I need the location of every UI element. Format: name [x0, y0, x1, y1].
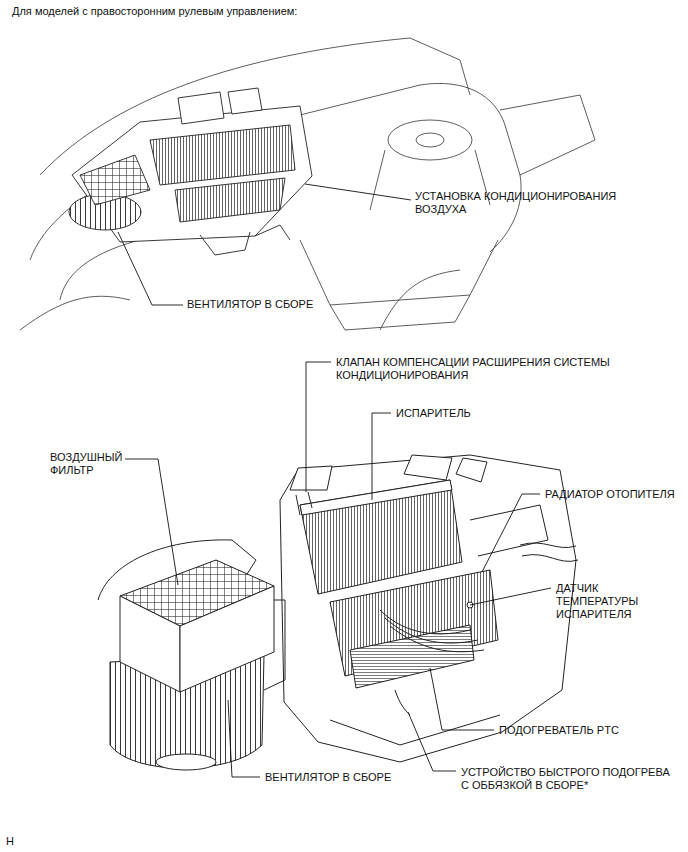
part-label: H	[6, 835, 17, 848]
part-label: ПОДОГРЕВАТЕЛЬ PTC	[499, 724, 622, 737]
part-label: ВЕНТИЛЯТОР В СБОРЕ	[265, 771, 395, 784]
part-label: УСТАНОВКА КОНДИЦИОНИРОВАНИЯ ВОЗДУХА	[415, 190, 620, 216]
cabin-outline	[20, 38, 595, 330]
part-label: УСТРОЙСТВО БЫСТРОГО ПОДОГРЕВА С ОББЯЗКОЙ…	[461, 766, 673, 792]
ac-unit-large	[280, 455, 578, 762]
part-label: КЛАПАН КОМПЕНСАЦИИ РАСШИРЕНИЯ СИСТЕМЫ КО…	[336, 356, 613, 382]
part-label: ВЕНТИЛЯТОР В СБОРЕ	[187, 298, 317, 311]
page-heading: Для моделей с правосторонним рулевым упр…	[12, 5, 297, 18]
leader-lines	[118, 184, 551, 777]
part-label: ИСПАРИТЕЛЬ	[396, 407, 474, 420]
blower-assembly	[98, 540, 285, 770]
part-label: РАДИАТОР ОТОПИТЕЛЯ	[545, 488, 678, 501]
part-label: ДАТЧИК ТЕМПЕРАТУРЫ ИСПАРИТЕЛЯ	[556, 582, 642, 621]
part-label: ВОЗДУШНЫЙ ФИЛЬТР	[50, 451, 126, 477]
ac-unit-small	[69, 88, 312, 255]
